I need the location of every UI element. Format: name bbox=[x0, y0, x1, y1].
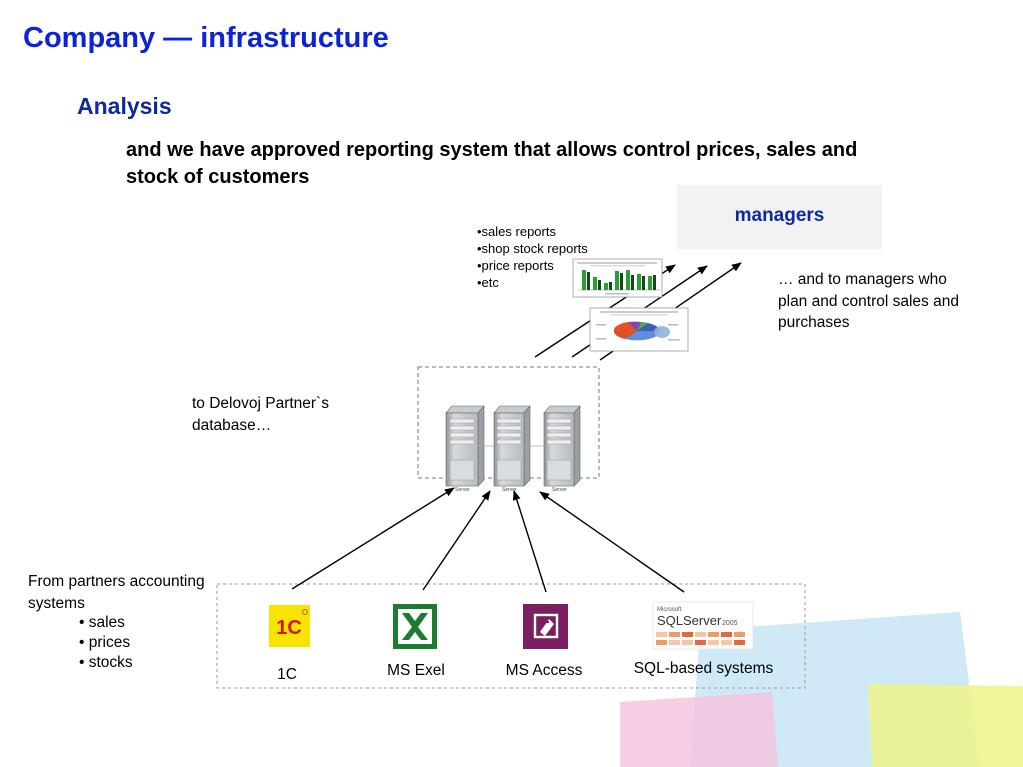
partners-note: From partners accounting systems bbox=[28, 573, 205, 612]
bar-chart-thumbnail bbox=[572, 258, 663, 298]
list-item: • stocks bbox=[79, 654, 133, 671]
sql-year-text: 2005 bbox=[722, 620, 738, 627]
pie-chart-thumbnail bbox=[589, 307, 689, 352]
slide-title: Company — infrastructure bbox=[23, 22, 389, 54]
list-item: •price reports bbox=[477, 258, 554, 273]
arrow-excel-to-db bbox=[422, 490, 491, 591]
source-label-excel: MS Exel bbox=[387, 662, 445, 679]
server-icon bbox=[543, 405, 581, 487]
source-label-access: MS Access bbox=[505, 662, 583, 679]
server-icon bbox=[493, 405, 531, 487]
arrow-sql-to-db bbox=[539, 491, 685, 593]
database-note: to Delovoj Partner`s database… bbox=[192, 395, 329, 434]
managers-label: managers bbox=[734, 205, 825, 226]
list-item: • prices bbox=[79, 634, 131, 651]
list-item: •etc bbox=[477, 275, 499, 290]
database-frame bbox=[417, 366, 600, 479]
server-label: Server bbox=[552, 487, 567, 493]
server-label: Server bbox=[502, 487, 517, 493]
source-label-1c: 1C bbox=[277, 666, 297, 683]
list-item: •sales reports bbox=[477, 224, 556, 239]
arrow-1c-to-db bbox=[291, 487, 455, 590]
server-label: Server bbox=[455, 487, 470, 493]
sql-name-text: SQLServer bbox=[657, 613, 722, 628]
decor-yellow-shape bbox=[868, 684, 1023, 767]
decor-pink-shape bbox=[620, 692, 778, 767]
managers-note: … and to managers who plan and control s… bbox=[778, 271, 959, 331]
onec-logo-icon: 1С bbox=[269, 605, 310, 647]
access-icon bbox=[523, 604, 568, 649]
excel-icon bbox=[393, 604, 437, 649]
source-label-sql: SQL-based systems bbox=[633, 660, 774, 677]
lead-text: and we have approved reporting system th… bbox=[126, 139, 858, 188]
reports-list: •sales reports •shop stock reports •pric… bbox=[477, 223, 588, 291]
slide-subtitle: Analysis bbox=[77, 93, 172, 119]
arrow-access-to-db bbox=[512, 490, 547, 593]
list-item: • sales bbox=[79, 614, 125, 631]
sources-frame bbox=[216, 583, 806, 689]
sql-server-logo-icon: Microsoft SQLServer 2005 bbox=[652, 601, 754, 650]
onec-logo-text: 1С bbox=[276, 617, 302, 639]
partners-data-list: • sales • prices • stocks bbox=[79, 613, 133, 673]
managers-box bbox=[677, 185, 882, 249]
list-item: •shop stock reports bbox=[477, 241, 588, 256]
sql-brand-text: Microsoft bbox=[657, 607, 682, 613]
